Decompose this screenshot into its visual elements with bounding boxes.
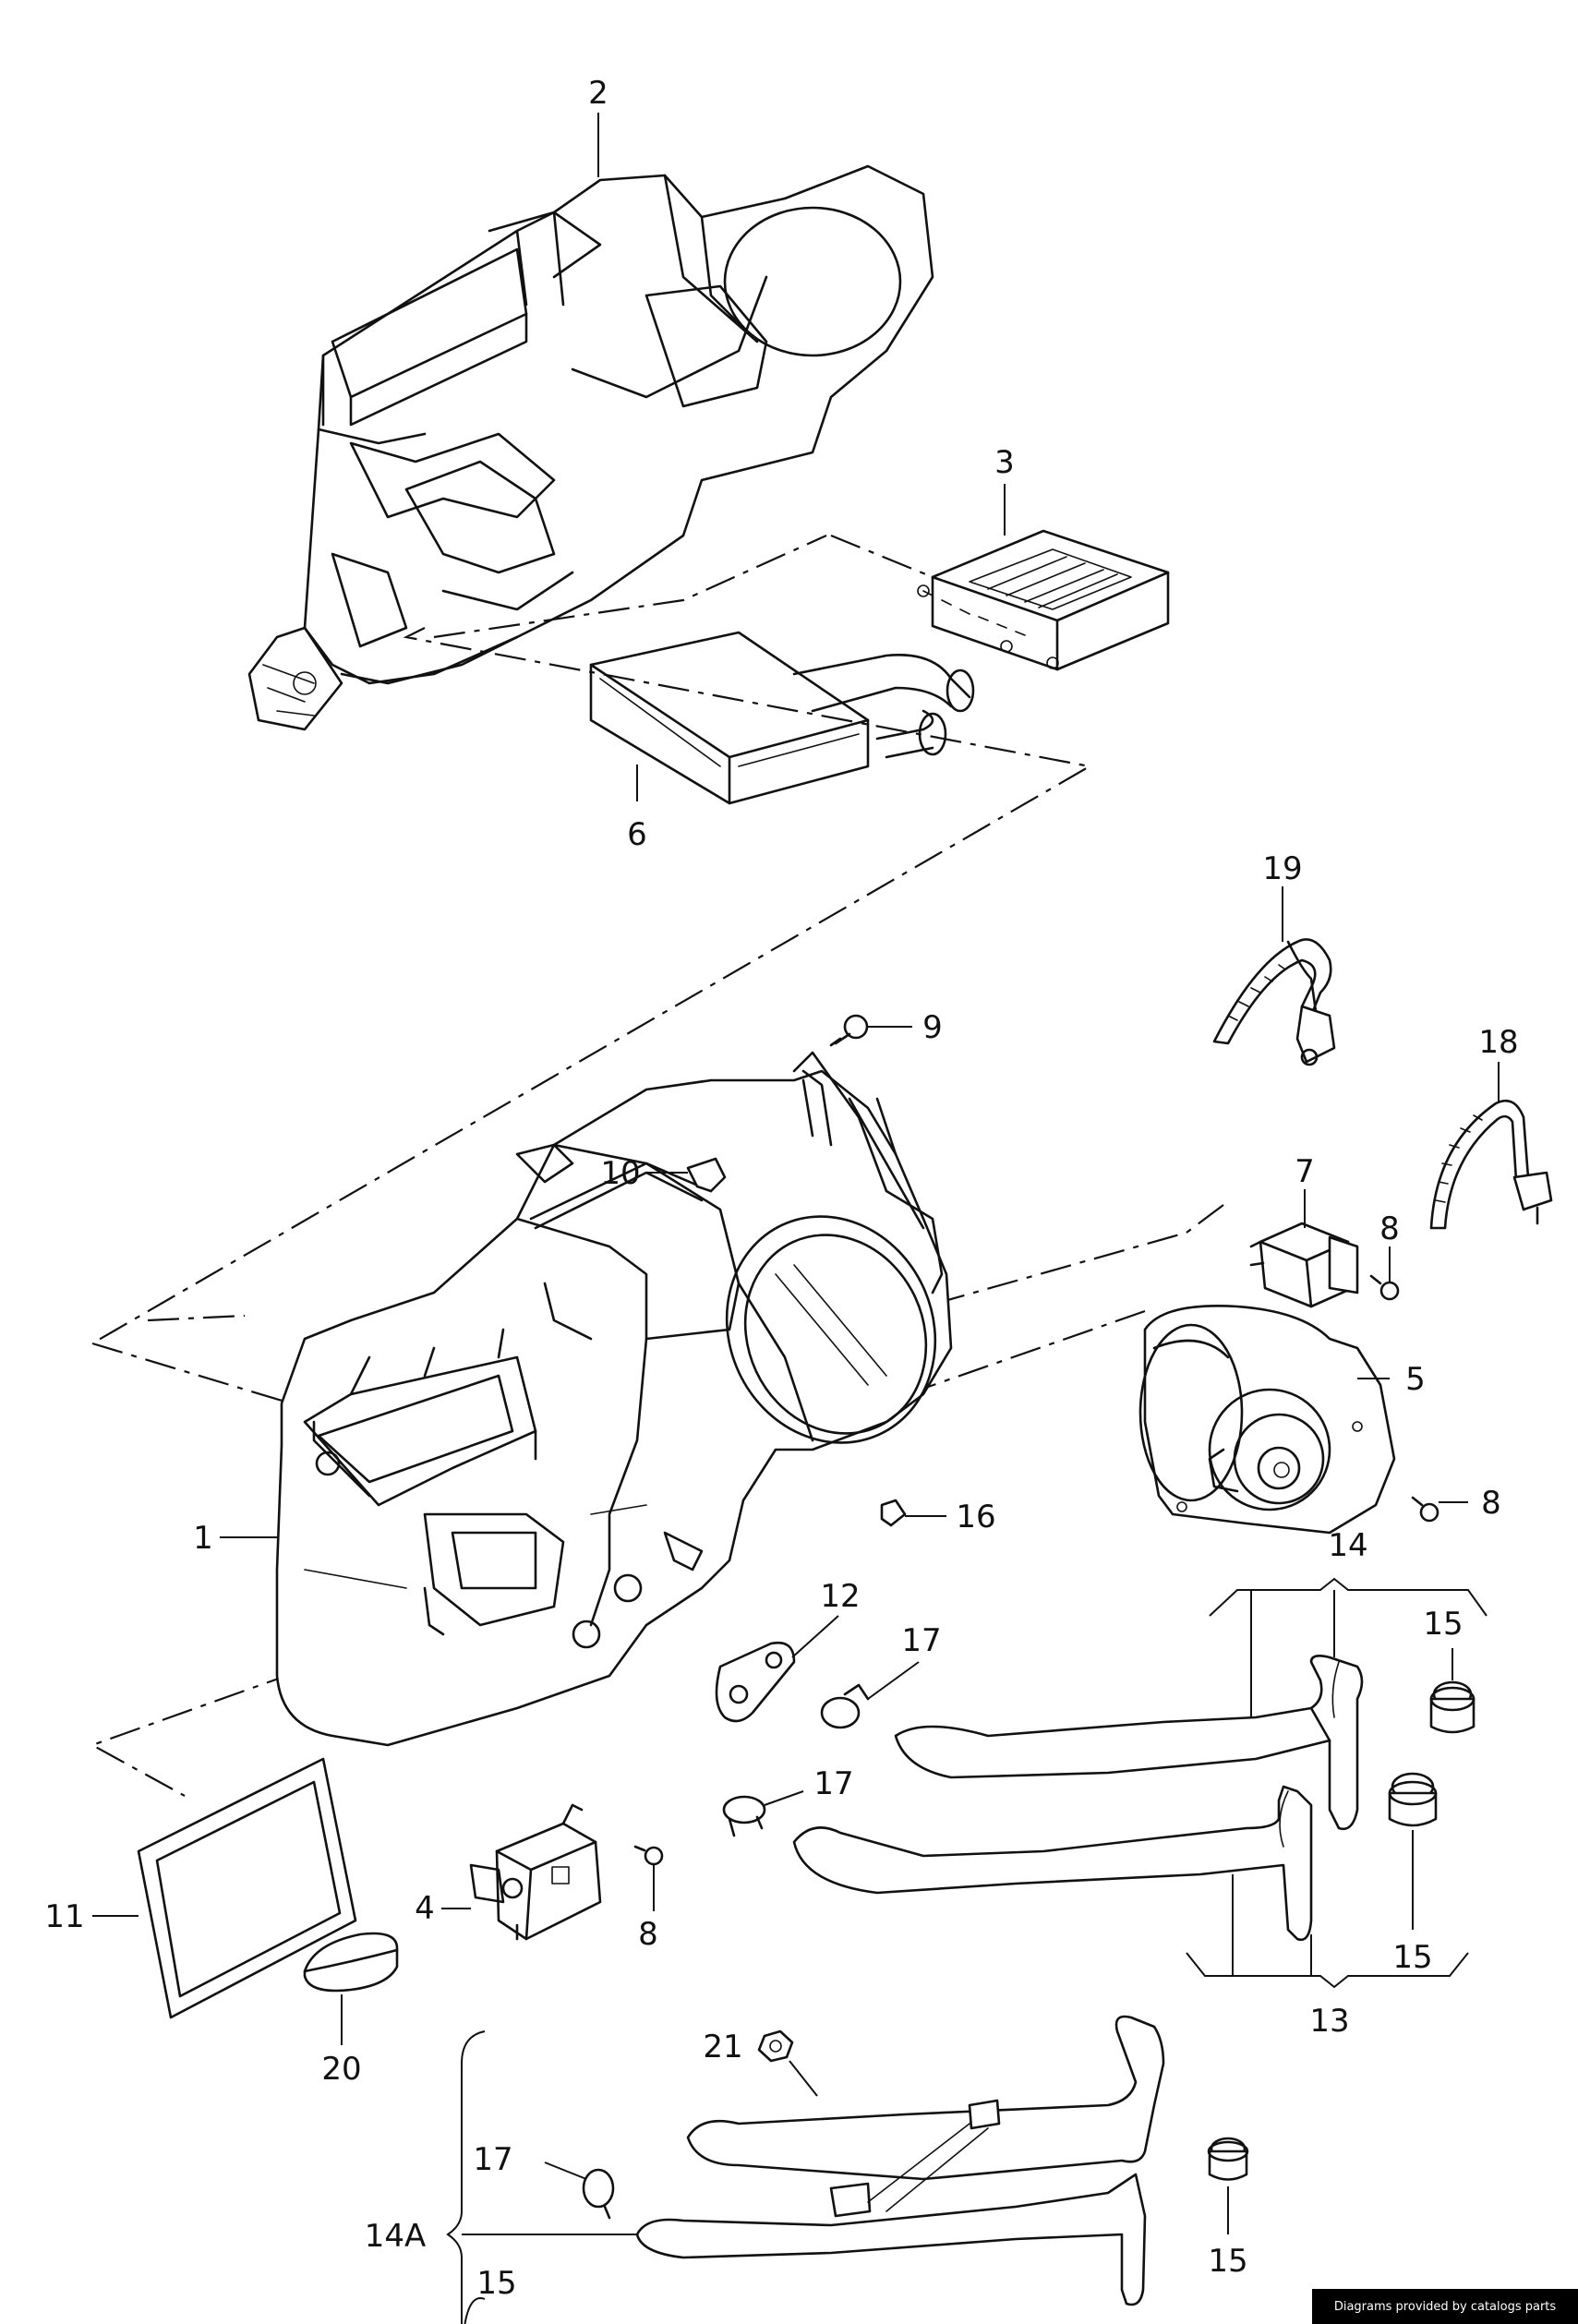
hose-clamp-part-17-b (722, 1795, 766, 1837)
hose-clamp-part-17-c (582, 2168, 615, 2220)
callout-4: 4 (415, 1890, 435, 1927)
footer-credit: Diagrams provided by catalogs parts (1312, 2289, 1578, 2324)
callout-19: 19 (1262, 850, 1302, 887)
callout-15-c: 15 (476, 2265, 516, 2302)
callout-14A: 14A (365, 2218, 427, 2255)
callout-15-a: 15 (1423, 1606, 1463, 1643)
callout-17-a: 17 (901, 1622, 941, 1659)
clip-part-10 (686, 1157, 727, 1193)
callout-20: 20 (321, 2051, 361, 2088)
screw-part-9 (829, 1014, 869, 1047)
callout-21: 21 (703, 2029, 742, 2065)
callout-5: 5 (1405, 1361, 1426, 1398)
heater-core-part-6 (589, 631, 975, 805)
callout-9: 9 (922, 1009, 943, 1046)
callout-17-c: 17 (473, 2141, 512, 2178)
evaporator-part-3 (917, 529, 1170, 671)
grommet-part-15-a (1429, 1680, 1476, 1734)
upper-housing-part-2 (247, 164, 934, 731)
lower-housing-part-1 (275, 1051, 953, 1747)
callout-1: 1 (193, 1520, 213, 1557)
blower-motor-part-5 (1138, 1305, 1396, 1535)
callout-11: 11 (44, 1898, 84, 1935)
hose-part-14 (894, 1655, 1364, 1831)
screw-part-8-a (1369, 1274, 1400, 1301)
cable-tie-part-18 (1429, 1099, 1553, 1230)
hose-clamp-part-17-a (820, 1683, 870, 1729)
hose-assembly-part-14A (635, 2015, 1165, 2306)
cable-tie-part-19 (1212, 938, 1336, 1066)
plug-part-16 (880, 1499, 907, 1527)
callout-3: 3 (994, 444, 1015, 481)
callout-15-b: 15 (1392, 1939, 1432, 1976)
grommet-part-15-b (1388, 1772, 1438, 1827)
callout-12: 12 (820, 1578, 860, 1615)
actuator-part-4 (469, 1803, 602, 1941)
leader-lines (92, 113, 1500, 2324)
callout-17-b: 17 (813, 1765, 853, 1802)
callout-7: 7 (1295, 1153, 1315, 1190)
callout-2: 2 (588, 75, 608, 112)
callout-6: 6 (627, 816, 647, 853)
gasket-part-12 (715, 1641, 796, 1723)
callout-8-c: 8 (638, 1916, 658, 1953)
callout-16: 16 (956, 1499, 995, 1535)
callout-8-a: 8 (1379, 1210, 1400, 1247)
callout-8-b: 8 (1481, 1485, 1501, 1522)
callout-15-d: 15 (1208, 2243, 1247, 2280)
hose-part-13 (792, 1785, 1313, 1942)
callout-10: 10 (600, 1155, 640, 1192)
grommet-part-15-c (1207, 2137, 1249, 2181)
callout-18: 18 (1478, 1024, 1518, 1061)
callout-14: 14 (1328, 1527, 1367, 1564)
seal-frame-part-11 (137, 1757, 357, 2019)
screw-part-8-c (633, 1845, 664, 1866)
callout-13: 13 (1309, 2003, 1349, 2040)
resistor-part-7 (1249, 1222, 1359, 1308)
cap-part-20 (303, 1932, 399, 1993)
callout-labels: 2 3 6 19 9 18 10 7 8 5 8 1 16 14 12 17 1… (44, 75, 1518, 2302)
nut-part-21 (757, 2029, 794, 2063)
screw-part-8-b (1411, 1496, 1439, 1523)
